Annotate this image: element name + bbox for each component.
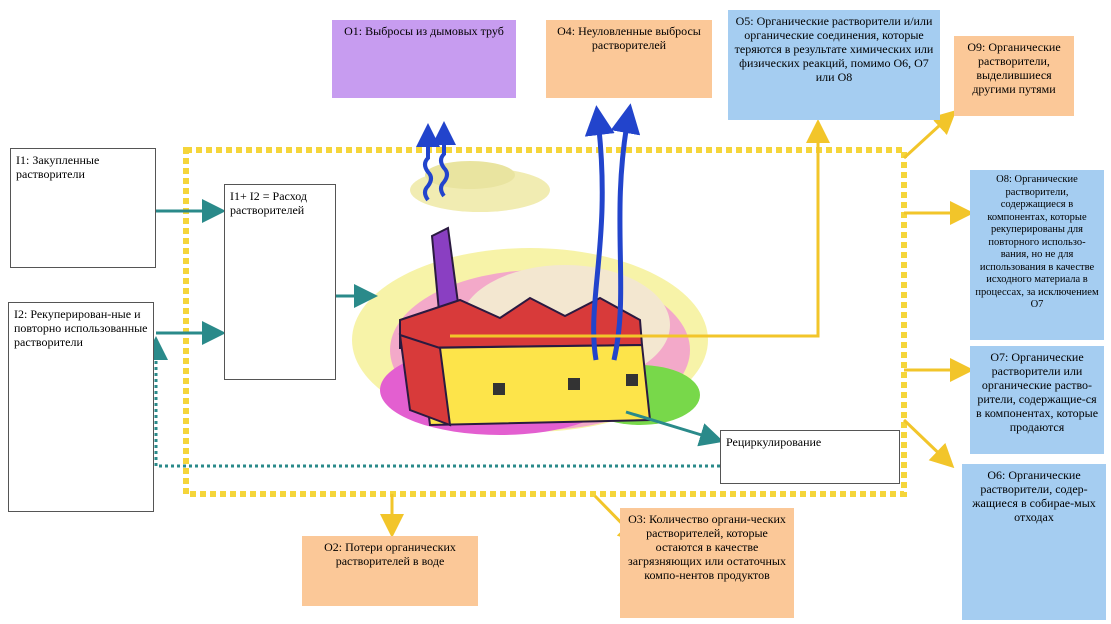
o6-box: O6: Органические растворители, содер-жащ… [962, 464, 1106, 620]
stack-emission-arrows [416, 121, 456, 202]
recycling-return-line [144, 336, 720, 468]
o4-label: O4: Неуловленные выбросы растворителей [557, 24, 701, 52]
o4-box: O4: Неуловленные выбросы растворителей [546, 20, 712, 98]
o3-box: O3: Количество органи-ческих растворител… [620, 508, 794, 618]
o8-label: O8: Органические растворители, содержащи… [975, 174, 1099, 310]
o9-label: O9: Органические растворители, выделивши… [967, 40, 1061, 96]
system-boundary [183, 147, 907, 497]
consumption-label: I1+ I2 = Расход растворителей [230, 189, 307, 217]
o8-box: O8: Органические растворители, содержащи… [970, 170, 1104, 340]
o7-box: O7: Органические растворители или органи… [970, 346, 1104, 454]
recycling-box: Рециркулирование [720, 430, 900, 484]
o5-box: O5: Органические растворители и/или орга… [728, 10, 940, 120]
consumption-box: I1+ I2 = Расход растворителей [224, 184, 336, 380]
o1-label: O1: Выбросы из дымовых труб [344, 24, 504, 38]
o9-box: O9: Органические растворители, выделивши… [954, 36, 1074, 116]
i1-label: I1: Закупленные растворители [16, 153, 100, 181]
i2-label: I2: Рекуперирован-ные и повторно использ… [14, 307, 148, 349]
output-arrows [380, 109, 974, 545]
i2-box: I2: Рекуперирован-ные и повторно использ… [8, 302, 154, 512]
inflow-arrows [156, 199, 724, 447]
o3-label: O3: Количество органи-ческих растворител… [628, 512, 786, 582]
o1-box: O1: Выбросы из дымовых труб [332, 20, 516, 98]
i1-box: I1: Закупленные растворители [10, 148, 156, 268]
o2-box: O2: Потери органических растворителей в … [302, 536, 478, 606]
o6-label: O6: Органические растворители, содер-жащ… [972, 468, 1096, 524]
o5-label: O5: Органические растворители и/или орга… [734, 14, 934, 84]
o2-label: O2: Потери органических растворителей в … [324, 540, 456, 568]
o7-label: O7: Органические растворители или органи… [975, 350, 1099, 434]
factory-icon [352, 161, 708, 435]
recycling-label: Рециркулирование [726, 435, 822, 449]
